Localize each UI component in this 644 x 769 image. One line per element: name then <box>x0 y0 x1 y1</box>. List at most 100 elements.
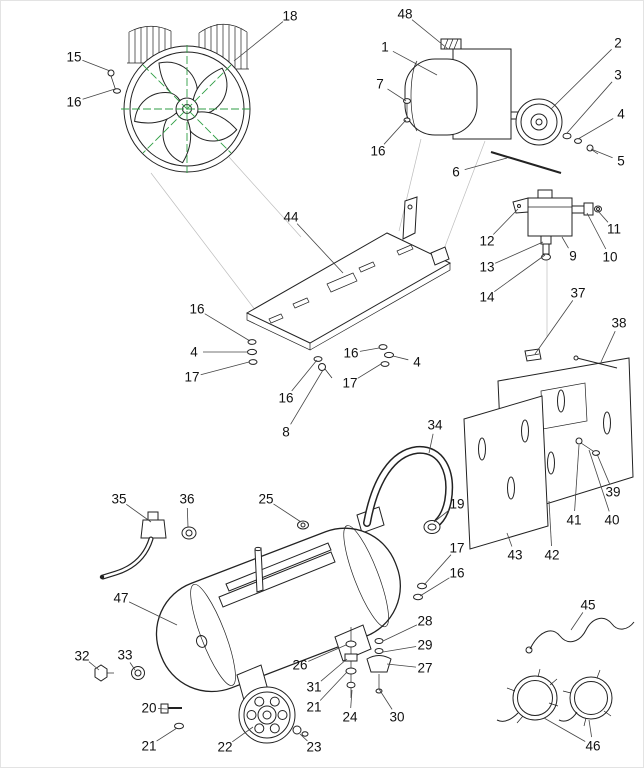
callout-5: 5 <box>617 154 625 169</box>
platform-strip-upper <box>225 542 332 592</box>
callout-31: 31 <box>306 680 321 695</box>
leader-line <box>411 19 449 50</box>
callout-2: 2 <box>614 36 622 51</box>
leader-line <box>600 331 616 363</box>
callout-41: 41 <box>566 513 581 528</box>
leader-line <box>423 554 452 586</box>
leader-line <box>232 726 254 743</box>
tank-left-seam <box>190 583 236 686</box>
leader-line <box>543 717 586 742</box>
check-valve <box>99 511 167 580</box>
rear-foot-stack-left <box>344 627 358 698</box>
callout-28: 28 <box>417 614 432 629</box>
check-valve-body <box>140 519 167 539</box>
leader-line <box>386 663 417 668</box>
bottom-nipple <box>542 243 550 255</box>
leader-line <box>82 88 116 100</box>
callout-16: 16 <box>189 302 204 317</box>
leader-line <box>433 509 451 523</box>
hose-coil-right <box>558 669 613 727</box>
tank-top-port <box>297 520 309 530</box>
callout-38: 38 <box>611 316 626 331</box>
callout-1: 1 <box>381 40 389 55</box>
callout-16: 16 <box>66 95 81 110</box>
pump-fan-assembly <box>107 23 253 173</box>
leader-line <box>550 49 612 110</box>
front-panel <box>463 395 549 550</box>
leader-line <box>233 21 284 62</box>
panel-bolt-head <box>575 437 583 445</box>
callout-4: 4 <box>617 107 625 122</box>
spring-washer <box>562 132 572 140</box>
leader-line <box>128 601 178 626</box>
leader-line <box>273 503 302 523</box>
rubber-foot <box>366 655 392 673</box>
washer-pair-right <box>413 582 427 601</box>
washer <box>345 640 357 648</box>
switch-body <box>527 197 573 237</box>
outlet-fitting <box>423 520 441 534</box>
callout-7: 7 <box>376 77 384 92</box>
leader-line <box>561 236 569 249</box>
hose-wavy <box>525 617 635 654</box>
callout-8: 8 <box>282 425 290 440</box>
callout-26: 26 <box>292 658 307 673</box>
side-nut <box>583 202 594 216</box>
callout-19: 19 <box>449 497 464 512</box>
axle-bolt <box>292 725 309 737</box>
panel-clip <box>524 348 542 362</box>
callout-15: 15 <box>66 50 81 65</box>
base-plate <box>245 196 452 379</box>
callout-33: 33 <box>117 648 132 663</box>
rear-panel-vents <box>547 389 611 475</box>
motor-assembly <box>403 38 599 174</box>
callout-27: 27 <box>417 661 432 676</box>
front-panel-vents <box>478 419 529 500</box>
callout-11: 11 <box>607 222 621 237</box>
plate-fastener-stack-right <box>378 344 394 367</box>
callout-21: 21 <box>306 700 321 715</box>
pulley-fastener-set <box>562 132 599 155</box>
check-valve-cap <box>147 511 159 521</box>
callout-16: 16 <box>278 391 293 406</box>
callout-23: 23 <box>306 740 321 755</box>
pressure-switch-assembly <box>512 189 602 337</box>
callout-32: 32 <box>74 649 89 664</box>
platform-strip-lower <box>218 551 336 608</box>
leader-line <box>204 313 251 342</box>
check-valve-pipe <box>100 536 154 580</box>
panel-rod <box>573 355 618 369</box>
leader-line <box>590 148 613 159</box>
leader-line <box>419 577 450 597</box>
plate-bolt-washer <box>313 356 323 362</box>
callout-10: 10 <box>602 250 617 265</box>
handle <box>356 445 454 534</box>
pulley <box>515 98 563 146</box>
leader-line <box>586 212 607 250</box>
leader-line <box>495 241 544 264</box>
hoses <box>496 617 635 727</box>
leader-line <box>319 671 348 701</box>
callout-20: 20 <box>141 701 156 716</box>
washer <box>113 88 121 94</box>
leader-line <box>186 507 189 528</box>
leader-line <box>308 644 347 662</box>
plate-corner-bracket <box>430 246 450 266</box>
callout-48: 48 <box>397 7 412 22</box>
tank-body-group <box>155 525 402 693</box>
shaft-key <box>490 151 562 174</box>
callout-43: 43 <box>507 548 522 563</box>
callout-16: 16 <box>343 346 358 361</box>
leader-line <box>506 532 513 547</box>
leader-line <box>577 118 614 140</box>
callout-45: 45 <box>580 598 595 613</box>
leader-line <box>200 361 250 376</box>
bottom-nut <box>540 235 552 245</box>
leader-line <box>383 119 407 145</box>
callout-22: 22 <box>217 740 232 755</box>
leader-line <box>157 708 168 710</box>
callout-21: 21 <box>141 739 156 754</box>
callout-42: 42 <box>544 548 559 563</box>
drain-washer <box>174 722 184 730</box>
